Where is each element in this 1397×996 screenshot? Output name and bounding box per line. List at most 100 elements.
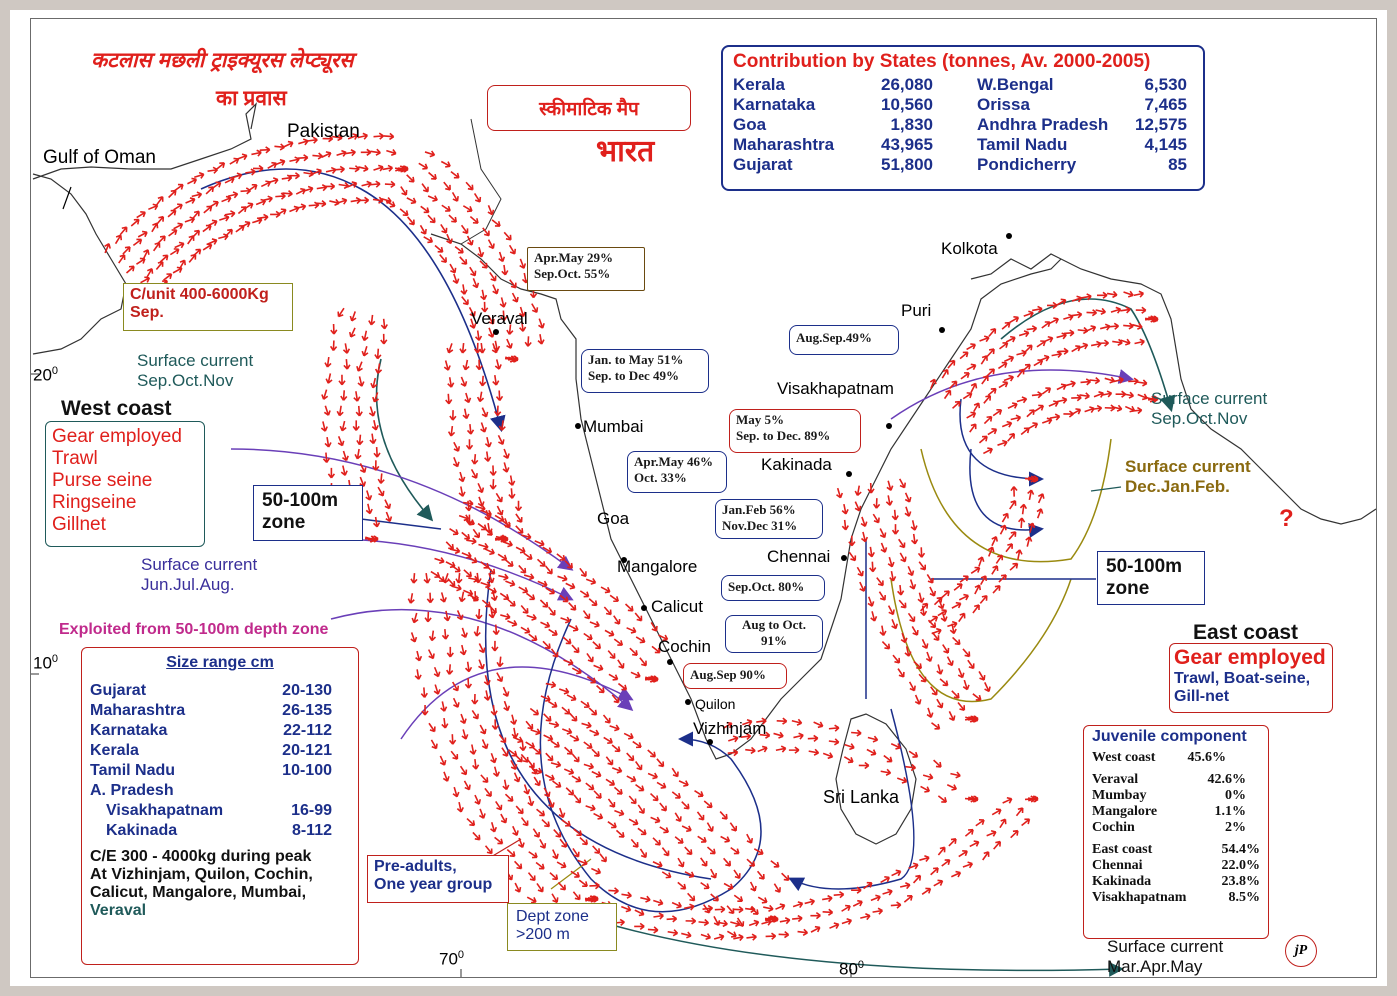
size-note-line: At Vizhinjam, Quilon, Cochin, — [90, 866, 313, 883]
fish-arrow — [322, 452, 331, 464]
fish-arrow — [969, 423, 977, 433]
fish-arrow — [259, 146, 271, 154]
fish-arrow — [407, 593, 415, 604]
fish-arrow — [501, 519, 511, 528]
fish-arrow — [851, 729, 862, 737]
fish-arrow — [972, 402, 981, 413]
fish-arrow — [890, 901, 902, 909]
fish-arrow — [988, 327, 997, 337]
fish-arrow — [1090, 340, 1102, 348]
fish-arrow — [433, 666, 441, 678]
fish-arrow — [1034, 404, 1045, 412]
fish-arrow — [322, 135, 334, 143]
fish-arrow — [929, 586, 937, 597]
fish-arrow — [515, 525, 524, 534]
fish-arrow — [941, 859, 951, 867]
fish-arrow — [464, 661, 473, 673]
fish-arrow — [986, 348, 995, 357]
fish-arrow — [975, 819, 985, 827]
fish-arrow — [452, 457, 460, 468]
fish-arrow — [564, 560, 574, 569]
fish-arrow — [211, 181, 222, 189]
fish-arrow — [374, 348, 382, 360]
fish-arrow — [583, 741, 593, 749]
fish-arrow — [710, 893, 719, 902]
fish-arrow — [518, 306, 526, 318]
fish-arrow — [730, 920, 741, 928]
fish-arrow — [776, 717, 788, 725]
fish-arrow — [585, 578, 597, 585]
fish-arrow — [761, 918, 772, 926]
fish-arrow — [539, 838, 547, 849]
city-dot-chennai — [841, 555, 847, 561]
fish-arrow — [972, 604, 980, 614]
fish-arrow — [508, 488, 516, 499]
fish-arrow — [504, 558, 514, 567]
fish-arrow — [967, 715, 979, 723]
fish-arrow — [316, 184, 328, 192]
fish-arrow — [710, 868, 718, 879]
fish-arrow — [514, 882, 522, 893]
fish-arrow — [365, 503, 373, 515]
fish-arrow — [652, 837, 661, 846]
fish-arrow — [910, 533, 919, 545]
fish-arrow — [1063, 313, 1074, 321]
fish-arrow — [998, 574, 1007, 583]
fish-arrow — [984, 682, 991, 693]
fish-arrow — [730, 846, 740, 855]
fish-arrow — [478, 643, 486, 654]
fish-arrow — [450, 170, 460, 179]
fish-arrow — [617, 682, 628, 691]
fish-arrow — [583, 762, 595, 770]
fish-arrow — [854, 501, 862, 512]
fish-arrow — [1015, 807, 1024, 817]
question-mark: ? — [1279, 505, 1294, 532]
city-dot-puri — [939, 327, 945, 333]
fish-arrow — [173, 222, 184, 230]
fish-arrow — [465, 181, 474, 191]
fish-arrow — [427, 649, 435, 660]
fish-arrow — [1041, 321, 1051, 329]
fish-arrow — [407, 216, 415, 226]
city-dot-cochin — [667, 659, 673, 665]
signature-logo: jP — [1285, 935, 1317, 967]
fish-arrow — [479, 375, 487, 387]
fish-arrow — [887, 556, 895, 568]
fish-arrow — [1048, 317, 1059, 325]
fish-arrow — [369, 180, 381, 188]
fish-arrow — [746, 833, 754, 844]
fish-arrow — [870, 894, 881, 902]
fish-arrow — [986, 829, 997, 837]
fish-arrow — [639, 657, 647, 667]
fish-arrow — [508, 355, 519, 363]
fish-arrow — [992, 408, 1003, 417]
fish-arrow — [656, 758, 665, 768]
fish-arrow — [892, 654, 901, 664]
fish-arrow — [650, 816, 661, 824]
fish-arrow — [478, 342, 486, 354]
fish-arrow — [1085, 325, 1097, 332]
fish-arrow — [501, 264, 509, 276]
fish-arrow — [1018, 330, 1030, 338]
fish-arrow — [439, 755, 447, 766]
dept-zone-box: Dept zone>200 m — [507, 903, 617, 951]
fish-arrow — [505, 580, 516, 587]
fish-arrow — [978, 435, 988, 444]
fish-arrow — [841, 519, 849, 531]
fish-arrow — [428, 630, 437, 642]
fish-arrow — [1137, 393, 1148, 401]
fish-arrow — [1019, 503, 1028, 515]
fish-arrow — [459, 644, 467, 656]
fish-arrow — [498, 734, 507, 744]
fish-arrow — [1027, 795, 1039, 803]
city-dot-quilon — [685, 699, 691, 705]
fish-arrow — [533, 776, 541, 787]
fish-arrow — [613, 638, 624, 646]
fish-arrow — [917, 547, 926, 558]
fish-arrow — [987, 428, 998, 436]
fish-arrow — [611, 744, 621, 753]
fish-arrow — [472, 278, 480, 289]
fish-arrow — [872, 513, 880, 524]
fish-arrow — [713, 933, 725, 941]
